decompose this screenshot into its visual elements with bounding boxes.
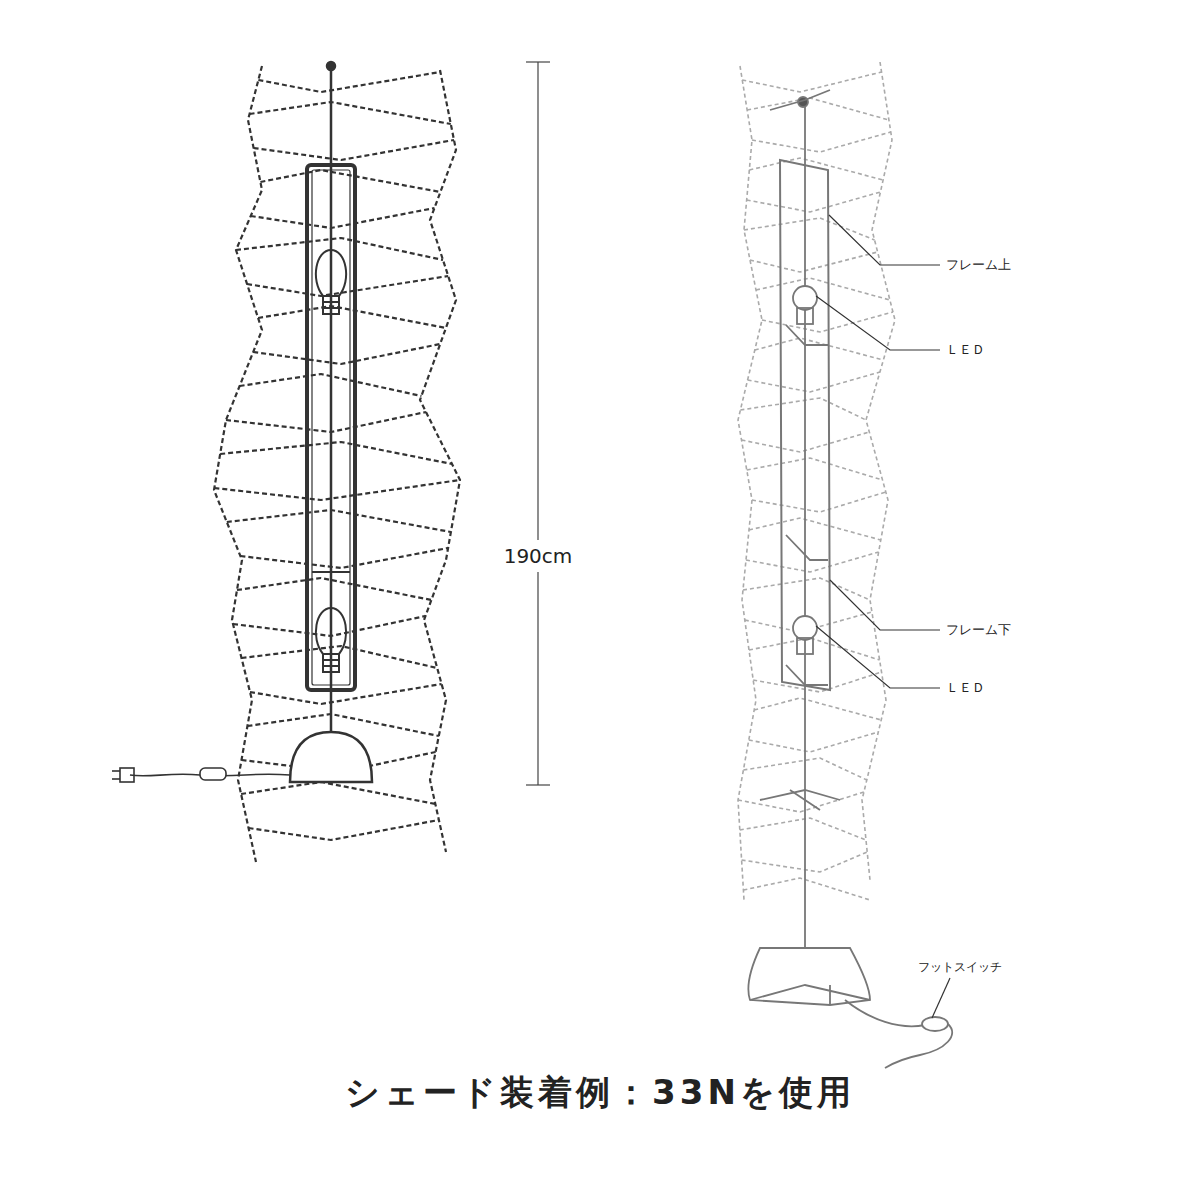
base-edge <box>750 985 870 1005</box>
shade-rib <box>237 578 431 600</box>
right-lamp <box>748 90 952 1068</box>
frame-bracket <box>786 535 828 560</box>
shade-support <box>770 90 830 110</box>
shade-rib <box>749 518 881 540</box>
shade-rib <box>753 672 881 692</box>
pole <box>804 100 806 985</box>
shade-rib <box>742 72 881 92</box>
shade-rib <box>258 72 440 92</box>
part-label: フレーム下 <box>946 622 1011 638</box>
shade-rib <box>227 510 451 532</box>
shade-rib <box>240 548 448 568</box>
shade-rib <box>749 158 883 180</box>
shade-support <box>760 790 840 810</box>
frame-bracket <box>786 325 828 345</box>
shade-rib <box>752 492 886 512</box>
shade-rib <box>744 218 875 240</box>
shade-rib <box>748 372 880 392</box>
shade-rib <box>756 278 890 300</box>
part-label: ＬＥＤ <box>946 680 985 696</box>
switch <box>200 768 226 780</box>
shade-rib <box>746 552 879 572</box>
shade-rib <box>253 344 440 364</box>
shade-rib <box>236 238 443 260</box>
shade-rib <box>249 820 439 840</box>
shade-rib <box>755 338 884 360</box>
led-socket <box>797 308 813 324</box>
frame <box>780 160 830 690</box>
shade-rib <box>754 698 881 720</box>
shade-rib <box>738 792 864 812</box>
shade-rib <box>220 442 452 464</box>
cord <box>885 1024 952 1068</box>
led-socket <box>797 638 813 654</box>
shade-rib <box>250 684 442 704</box>
part-label: ＬＥＤ <box>946 342 985 358</box>
frame-joint <box>312 571 350 573</box>
shade-rib <box>747 192 881 212</box>
led-bulb <box>793 286 817 310</box>
top-knob <box>327 62 335 70</box>
dimension-label: 190cm <box>501 540 576 572</box>
base <box>290 732 372 782</box>
leader-lines <box>816 215 950 1018</box>
shade-rib <box>233 616 425 636</box>
left-shade <box>214 66 460 862</box>
led-bulb <box>793 616 817 640</box>
part-label: フットスイッチ <box>918 960 1002 974</box>
base <box>748 948 870 1005</box>
shade-rib <box>250 102 451 124</box>
shade-rib <box>226 412 426 432</box>
shade-rib <box>740 398 866 420</box>
shade-rib <box>241 782 435 804</box>
bulb <box>316 250 346 314</box>
shade-rib <box>258 306 446 328</box>
right-shade <box>738 62 895 900</box>
foot-switch <box>922 1017 948 1031</box>
shade-rib <box>752 132 891 152</box>
shade-outline <box>420 70 460 852</box>
shade-rib <box>251 208 435 228</box>
shade-rib <box>750 252 878 272</box>
frame-inner <box>312 170 350 685</box>
shade-outline <box>862 62 895 880</box>
shade-rib <box>747 458 883 480</box>
bulb <box>316 608 346 672</box>
plug <box>120 768 134 782</box>
frame <box>307 165 355 690</box>
part-label: フレーム上 <box>946 257 1011 273</box>
shade-rib <box>743 878 870 900</box>
shade-rib <box>214 480 460 500</box>
shade-outline <box>214 66 262 862</box>
shade-rib <box>254 140 454 160</box>
caption: シェード装着例：33Nを使用 <box>345 1072 855 1113</box>
shade-rib <box>740 818 866 840</box>
shade-rib <box>749 732 879 752</box>
dimension-line <box>526 62 550 785</box>
shade-outline <box>738 66 762 900</box>
shade-rib <box>247 276 448 296</box>
cord <box>845 1000 925 1026</box>
left-lamp <box>112 62 372 782</box>
frame-bracket <box>786 665 828 685</box>
shade-rib <box>747 98 889 120</box>
shade-rib <box>749 638 880 660</box>
shade-rib <box>743 578 870 600</box>
